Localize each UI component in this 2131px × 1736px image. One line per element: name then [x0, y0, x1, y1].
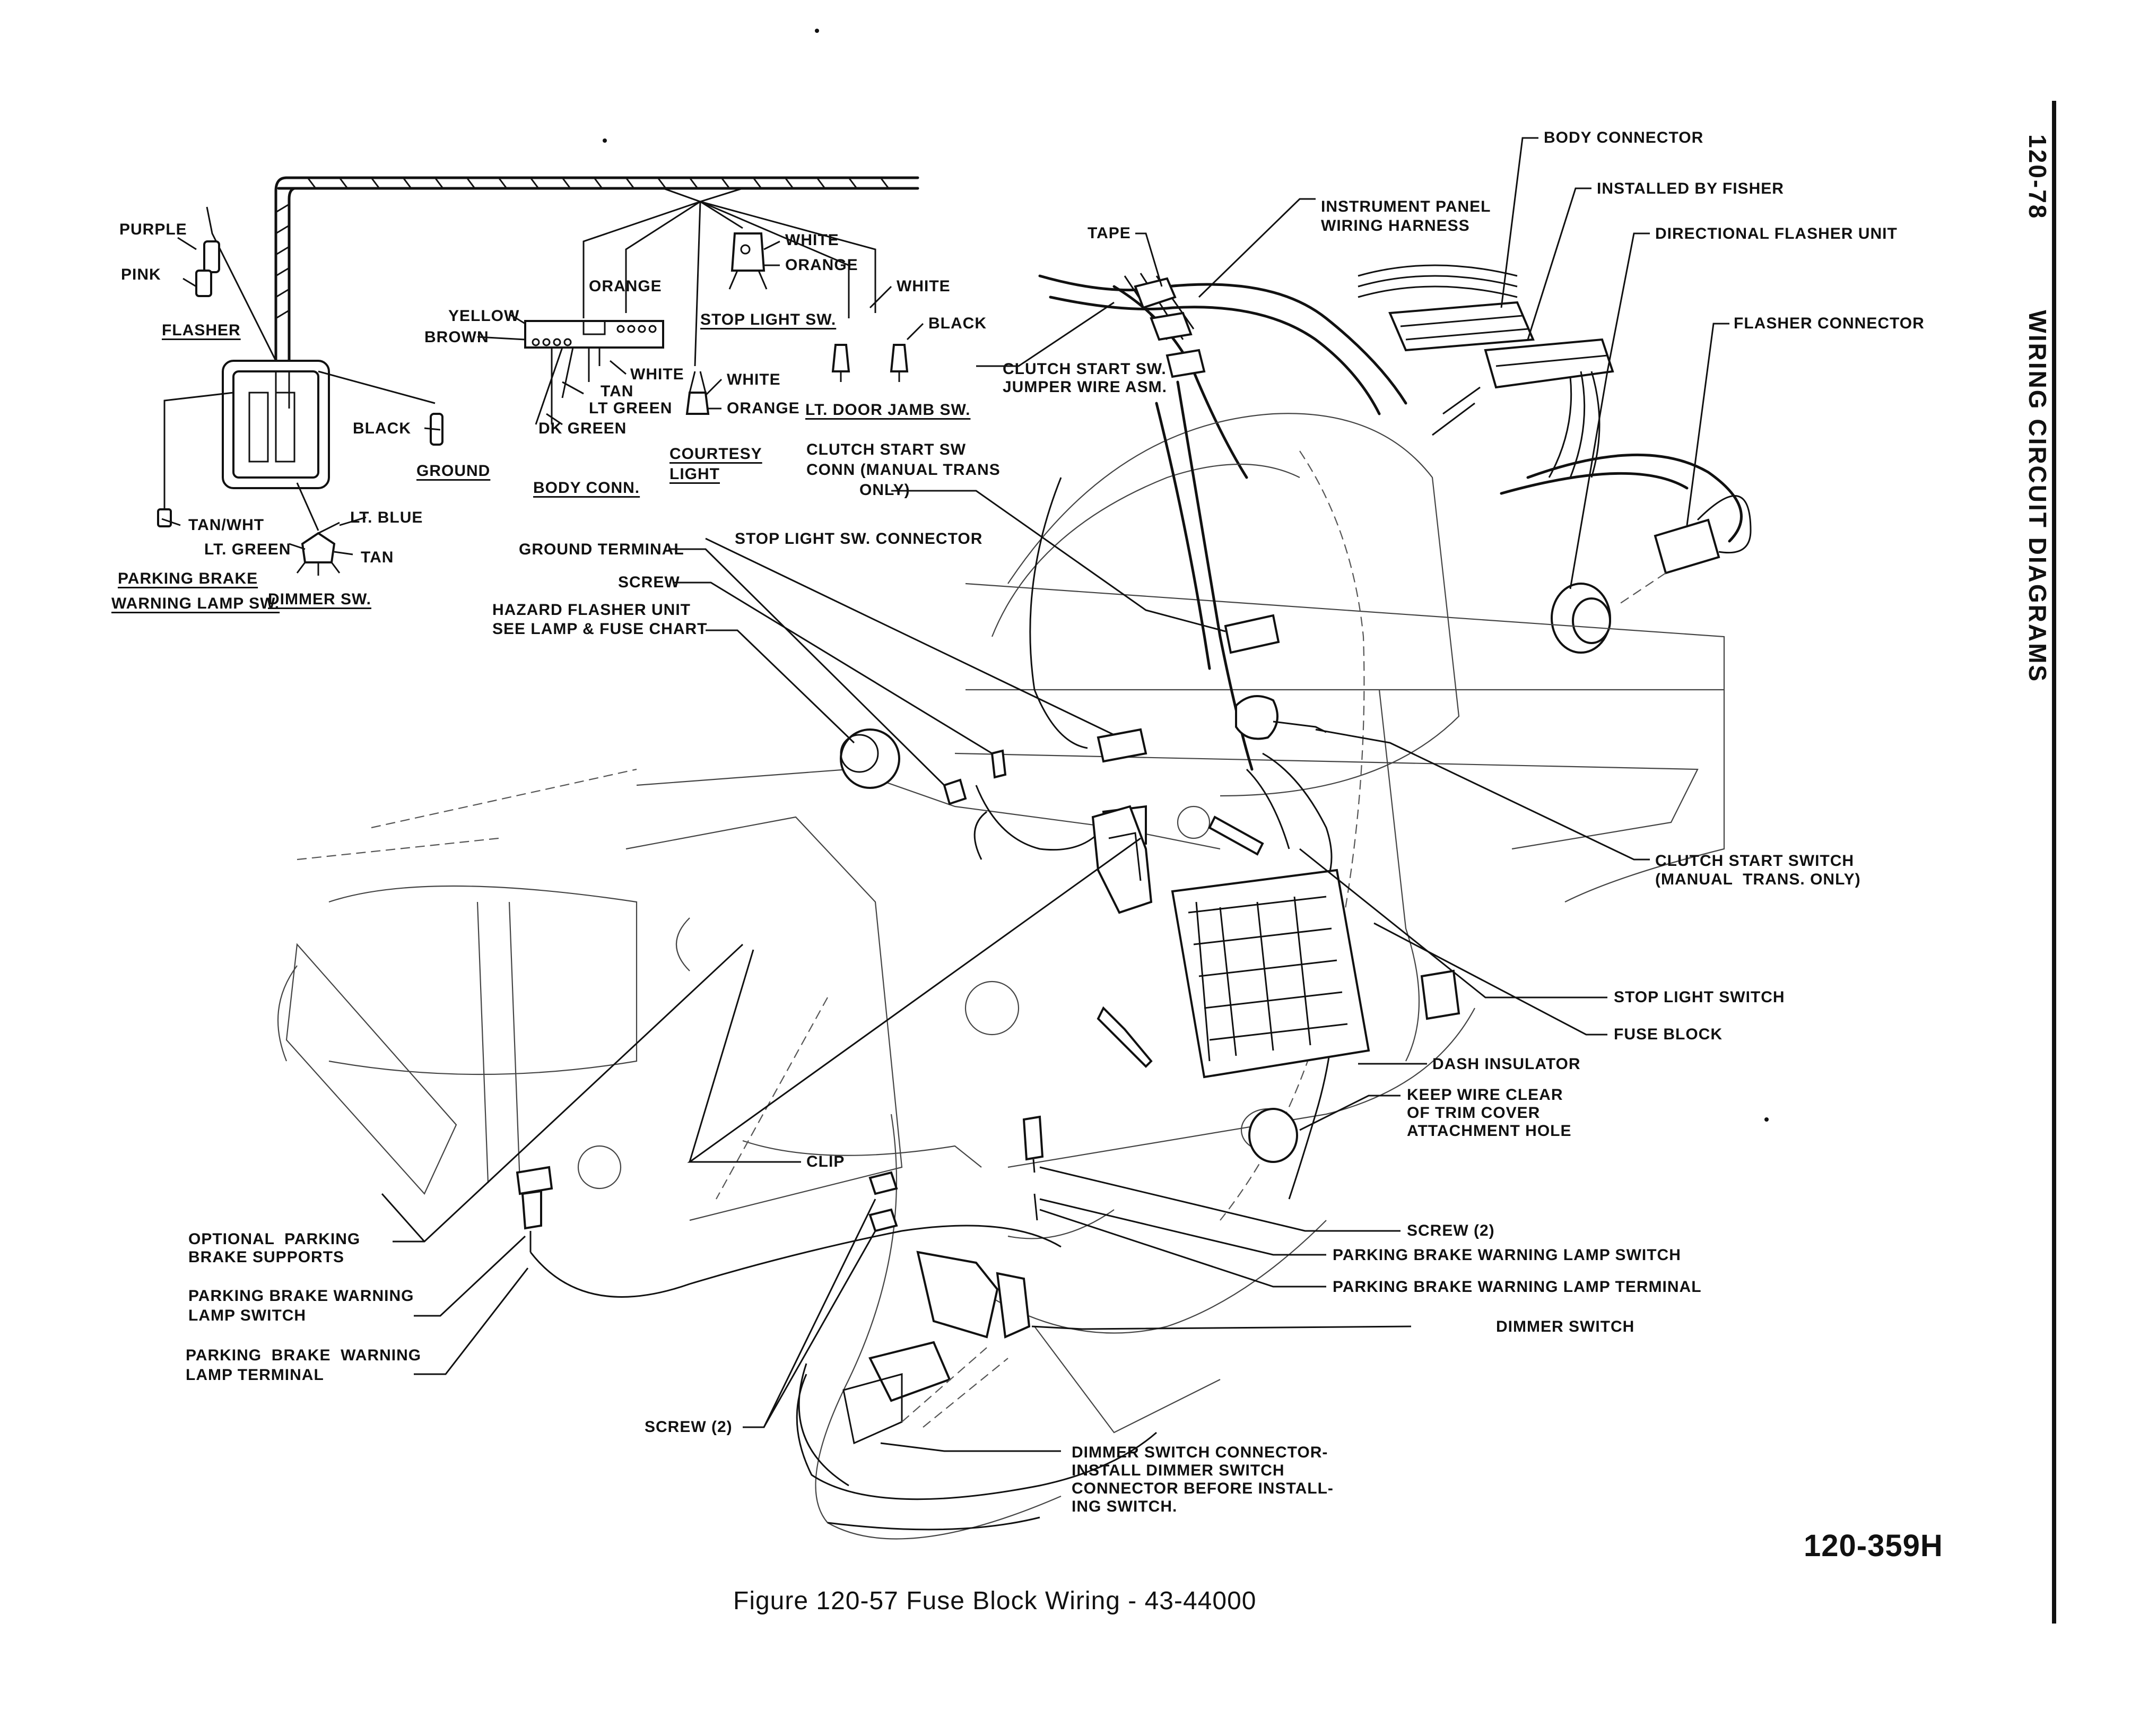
callout-instrument-panel-1: INSTRUMENT PANEL: [1321, 198, 1491, 215]
callout-dimmer-conn-4: ING SWITCH.: [1072, 1498, 1178, 1515]
callout-clutch-start-switch-1: CLUTCH START SWITCH: [1655, 852, 1855, 870]
callout-clutch-jumper-2: JUMPER WIRE ASM.: [1003, 378, 1167, 396]
callout-keep-wire-3: ATTACHMENT HOLE: [1407, 1122, 1572, 1140]
label-pink: PINK: [121, 266, 161, 283]
label-flasher: FLASHER: [162, 322, 241, 339]
label-tan-dimmer: TAN: [361, 549, 394, 566]
label-white-body: WHITE: [630, 366, 684, 383]
callout-body-connector: BODY CONNECTOR: [1544, 129, 1704, 146]
label-lt-green-dimmer: LT. GREEN: [204, 541, 291, 558]
sidebar-heading: 120-78WIRING CIRCUIT DIAGRAMS: [1995, 101, 2081, 683]
callout-dimmer-switch: DIMMER SWITCH: [1496, 1318, 1635, 1335]
flasher-inset: [157, 206, 443, 576]
callout-dash-insulator: DASH INSULATOR: [1432, 1055, 1581, 1073]
callout-pb-warning-lamp-terminal-right: PARKING BRAKE WARNING LAMP TERMINAL: [1333, 1278, 1702, 1296]
dash-parts: [516, 614, 1460, 1445]
callout-tape: TAPE: [1088, 224, 1131, 242]
instrument-panel-harness: [1038, 264, 1752, 654]
callout-installed-by-fisher: INSTALLED BY FISHER: [1597, 180, 1784, 197]
body-connector-inset: [524, 320, 664, 425]
callout-instrument-panel-2: WIRING HARNESS: [1321, 217, 1470, 235]
callout-stop-light-switch: STOP LIGHT SWITCH: [1614, 988, 1785, 1006]
label-lt-green-body: LT GREEN: [589, 400, 673, 417]
callout-clutch-conn-2: CONN (MANUAL TRANS: [806, 461, 1001, 479]
label-white-courtesy: WHITE: [727, 371, 781, 388]
label-black-door: BLACK: [928, 315, 987, 332]
label-orange-body: ORANGE: [589, 277, 662, 295]
callout-keep-wire-2: OF TRIM COVER: [1407, 1104, 1541, 1122]
label-ground: GROUND: [416, 462, 491, 480]
label-purple: PURPLE: [119, 221, 187, 238]
callout-dimmer-conn-2: INSTALL DIMMER SWITCH: [1072, 1462, 1285, 1479]
label-lt-blue: LT. BLUE: [350, 509, 423, 526]
label-parking-brake-2: WARNING LAMP SW.: [111, 595, 280, 612]
label-white-door: WHITE: [897, 277, 951, 295]
leader-lines: [161, 137, 1729, 1452]
figure-number: 120-359H: [1804, 1529, 1943, 1563]
callout-hazard-2: SEE LAMP & FUSE CHART: [492, 620, 708, 638]
callout-pb-terminal-left-2: LAMP TERMINAL: [186, 1366, 324, 1384]
callout-pb-switch-left-2: LAMP SWITCH: [188, 1307, 307, 1324]
callout-hazard-1: HAZARD FLASHER UNIT: [492, 601, 691, 619]
callout-dimmer-conn-1: DIMMER SWITCH CONNECTOR-: [1072, 1444, 1328, 1461]
callout-screw-2-bottom: SCREW (2): [645, 1418, 733, 1436]
callout-directional-flasher-unit: DIRECTIONAL FLASHER UNIT: [1655, 225, 1898, 242]
callout-pb-warning-lamp-switch-right: PARKING BRAKE WARNING LAMP SWITCH: [1333, 1246, 1681, 1264]
page-marks: [603, 29, 1769, 1122]
label-yellow: YELLOW: [448, 307, 520, 325]
label-dimmer-sw: DIMMER SW.: [268, 591, 371, 608]
label-brown: BROWN: [424, 328, 489, 346]
callout-ground-terminal: GROUND TERMINAL: [519, 541, 684, 558]
label-orange-stop: ORANGE: [785, 256, 858, 274]
switch-insets: [685, 232, 909, 415]
label-dk-green: DK GREEN: [538, 420, 627, 437]
label-white-stop: WHITE: [785, 231, 839, 249]
label-orange-courtesy: ORANGE: [727, 400, 800, 417]
callout-clutch-jumper-1: CLUTCH START SW.: [1003, 360, 1167, 378]
callout-optional-pb-2: BRAKE SUPPORTS: [188, 1248, 345, 1266]
callout-optional-pb-1: OPTIONAL PARKING: [188, 1230, 361, 1248]
callout-pb-terminal-left-1: PARKING BRAKE WARNING: [186, 1347, 422, 1364]
label-black-flasher: BLACK: [353, 420, 411, 437]
label-tan-wht: TAN/WHT: [188, 516, 265, 534]
sidebar-rule: [2052, 101, 2056, 1624]
dash-structure: [277, 413, 1725, 1540]
callout-stop-light-sw-connector: STOP LIGHT SW. CONNECTOR: [735, 530, 983, 548]
callout-fuse-block: FUSE BLOCK: [1614, 1026, 1723, 1043]
label-stop-light-sw: STOP LIGHT SW.: [700, 311, 837, 328]
callout-clutch-start-switch-2: (MANUAL TRANS. ONLY): [1655, 871, 1861, 888]
callout-clutch-conn-3: ONLY): [859, 481, 910, 499]
label-body-conn: BODY CONN.: [533, 479, 640, 497]
callout-clip: CLIP: [806, 1153, 845, 1170]
callout-screw: SCREW: [618, 574, 680, 591]
label-parking-brake-1: PARKING BRAKE: [118, 570, 258, 587]
harness-trunk: [274, 176, 919, 373]
callout-flasher-connector: FLASHER CONNECTOR: [1734, 315, 1925, 332]
label-courtesy-2: LIGHT: [669, 465, 720, 483]
side-page-number: 120-78: [2024, 134, 2051, 220]
callout-screw-2-right: SCREW (2): [1407, 1222, 1495, 1239]
callout-keep-wire-1: KEEP WIRE CLEAR: [1407, 1086, 1563, 1104]
label-lt-door-jamb-sw: LT. DOOR JAMB SW.: [805, 401, 971, 419]
callout-pb-switch-left-1: PARKING BRAKE WARNING: [188, 1287, 414, 1305]
side-section-title: WIRING CIRCUIT DIAGRAMS: [2024, 310, 2051, 683]
label-courtesy-1: COURTESY: [669, 445, 762, 463]
callout-dimmer-conn-3: CONNECTOR BEFORE INSTALL-: [1072, 1480, 1334, 1497]
figure-caption: Figure 120-57 Fuse Block Wiring - 43-440…: [733, 1587, 1257, 1615]
label-tan-body: TAN: [601, 383, 634, 400]
callout-clutch-conn-1: CLUTCH START SW: [806, 441, 967, 458]
